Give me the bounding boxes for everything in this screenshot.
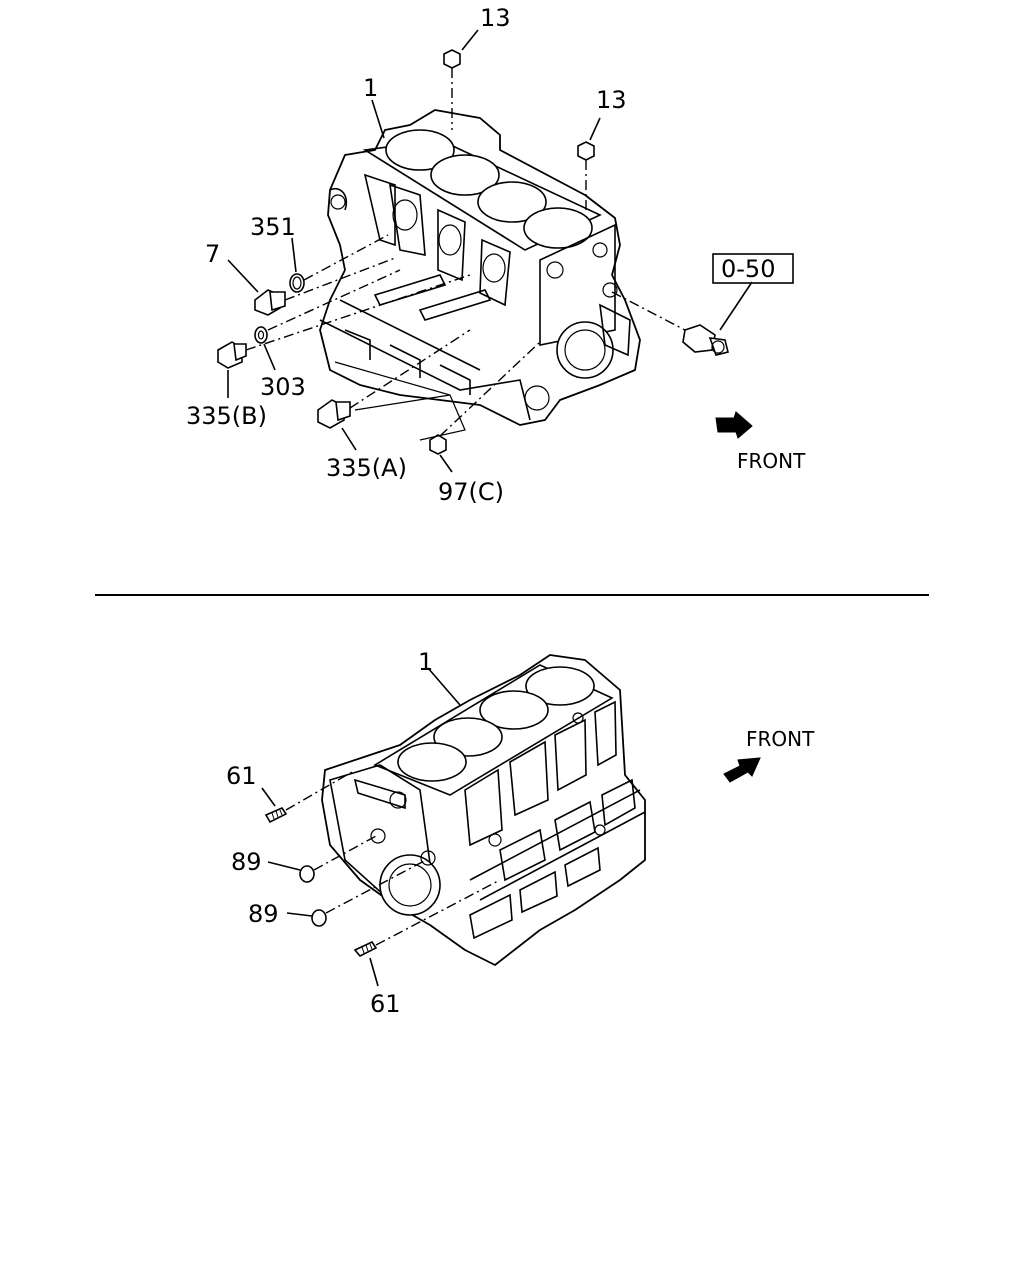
- top-view: 13 13 1 351 7: [186, 4, 806, 506]
- fitting-0-50: 0-50: [611, 253, 794, 356]
- block-label-top: 1: [363, 74, 385, 139]
- label-335a: 335(A): [326, 454, 407, 482]
- engine-block-top-view: [319, 109, 641, 426]
- label-61-bottom: 61: [370, 990, 401, 1018]
- label-89-lower: 89: [248, 900, 279, 928]
- stud-61-bottom: 61: [353, 879, 501, 1018]
- plug-89-lower: 89: [248, 859, 427, 928]
- label-13-left: 13: [480, 4, 511, 32]
- plug-335-b: 335(B): [186, 274, 471, 430]
- label-97c: 97(C): [438, 478, 504, 506]
- label-61-top: 61: [226, 762, 257, 790]
- label-1-top: 1: [363, 74, 378, 102]
- front-indicator-bottom: FRONT: [723, 727, 815, 783]
- plug-13-top-right: 13: [577, 86, 627, 212]
- label-351: 351: [250, 213, 296, 241]
- stud-61-top: 61: [226, 762, 353, 824]
- front-label-bottom: FRONT: [746, 727, 815, 751]
- plug-7: 7: [205, 240, 396, 316]
- cap-97-c: 97(C): [429, 341, 541, 506]
- front-indicator-top: FRONT: [715, 411, 806, 473]
- label-13-right: 13: [596, 86, 627, 114]
- front-arrow-bottom-icon: [723, 757, 761, 783]
- washer-303: 303: [254, 269, 401, 401]
- reference-box: [712, 253, 794, 284]
- plug-13-top-left: 13: [443, 4, 511, 130]
- plug-335-a: 335(A): [317, 329, 471, 482]
- front-arrow-icon: [715, 411, 753, 439]
- label-1-bottom: 1: [418, 648, 433, 676]
- engine-block-bottom-view: [321, 654, 646, 966]
- label-335b: 335(B): [186, 402, 267, 430]
- label-303: 303: [260, 373, 306, 401]
- label-0-50: 0-50: [721, 255, 775, 283]
- front-label-top: FRONT: [737, 449, 806, 473]
- plug-89-upper: 89: [231, 835, 377, 883]
- bottom-view: 1 61 89 89 61: [226, 648, 815, 1018]
- label-7: 7: [205, 240, 220, 268]
- block-label-bottom: 1: [418, 648, 461, 706]
- label-89-upper: 89: [231, 848, 262, 876]
- bracket-lines: [334, 361, 466, 441]
- ring-351: 351: [250, 213, 389, 293]
